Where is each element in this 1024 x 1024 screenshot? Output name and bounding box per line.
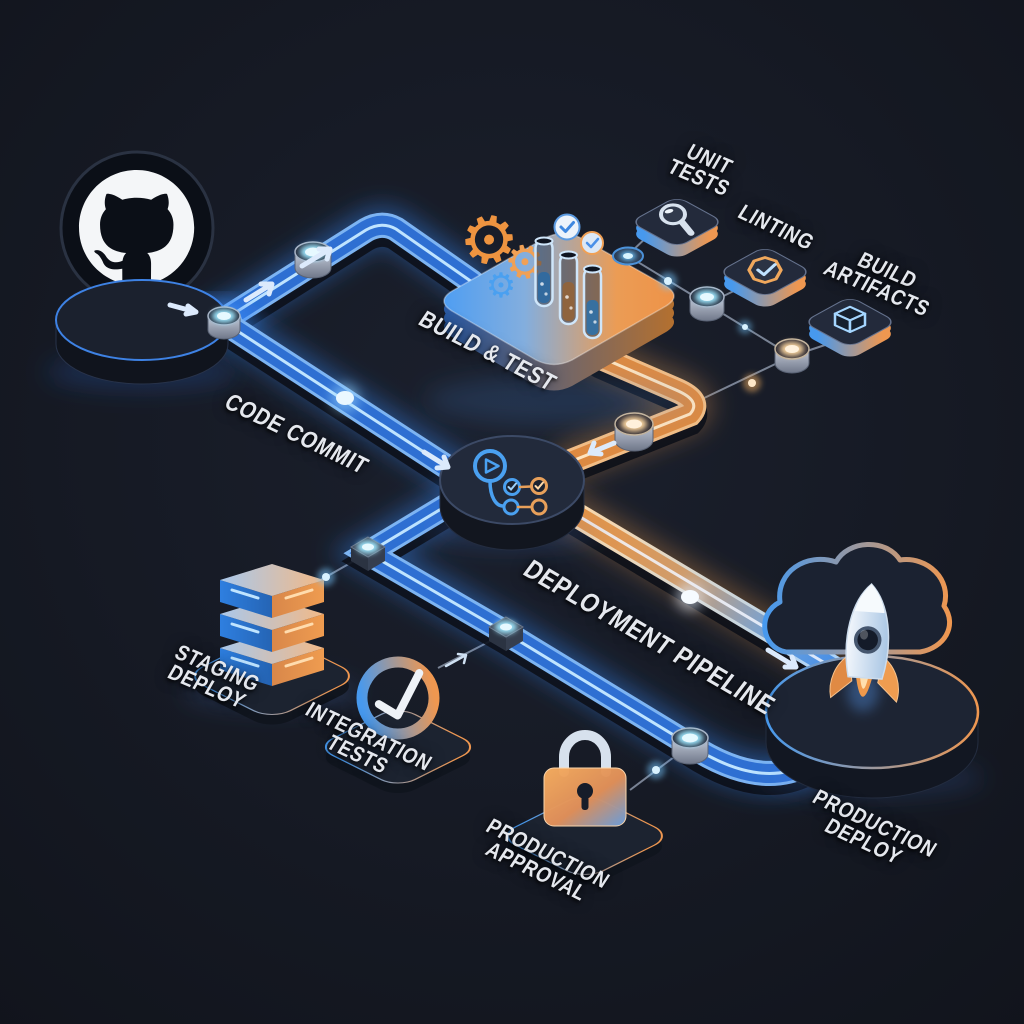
padlock-icon [543,730,627,827]
build-artifacts-node [808,299,892,357]
junction-cylinder [774,338,810,374]
junction-disc [612,246,644,266]
workflow-icon [473,449,548,516]
glow-dots [317,272,761,779]
junction-cube [488,616,524,651]
unit-tests-node [635,199,719,257]
junction-cylinder [671,727,709,765]
lint-badge-icon [747,256,783,284]
linting-node [723,249,807,307]
junction-cube [350,536,386,571]
junction-cylinder [689,286,725,322]
junction-nodes [207,241,810,765]
check-ring-icon [356,656,440,740]
production-deploy-node [760,542,984,799]
github-node [46,150,238,389]
svg-text:⚙︎: ⚙︎ [486,266,516,306]
pipeline-hub-node [424,435,600,551]
server-stack-icon [220,564,324,686]
check-badge-icon [553,213,604,255]
junction-cylinder [207,306,241,340]
staging-deploy-node [184,564,360,725]
pipe-commit-to-build [203,206,491,343]
cloud-icon [762,542,952,655]
junction-cylinder [614,412,654,452]
magnifier-icon [659,203,695,236]
package-cube-icon [833,305,867,334]
build-test-node: ⚙︎ ⚙︎ ⚙︎ [425,197,695,425]
flow-arrows [167,246,799,670]
test-tube-icon [534,236,603,340]
github-platform [55,279,229,361]
github-icon [79,170,195,283]
junction-cylinder [294,241,332,279]
rocket-icon [829,583,899,712]
production-approval-node [507,730,663,885]
integration-tests-node [324,656,472,794]
